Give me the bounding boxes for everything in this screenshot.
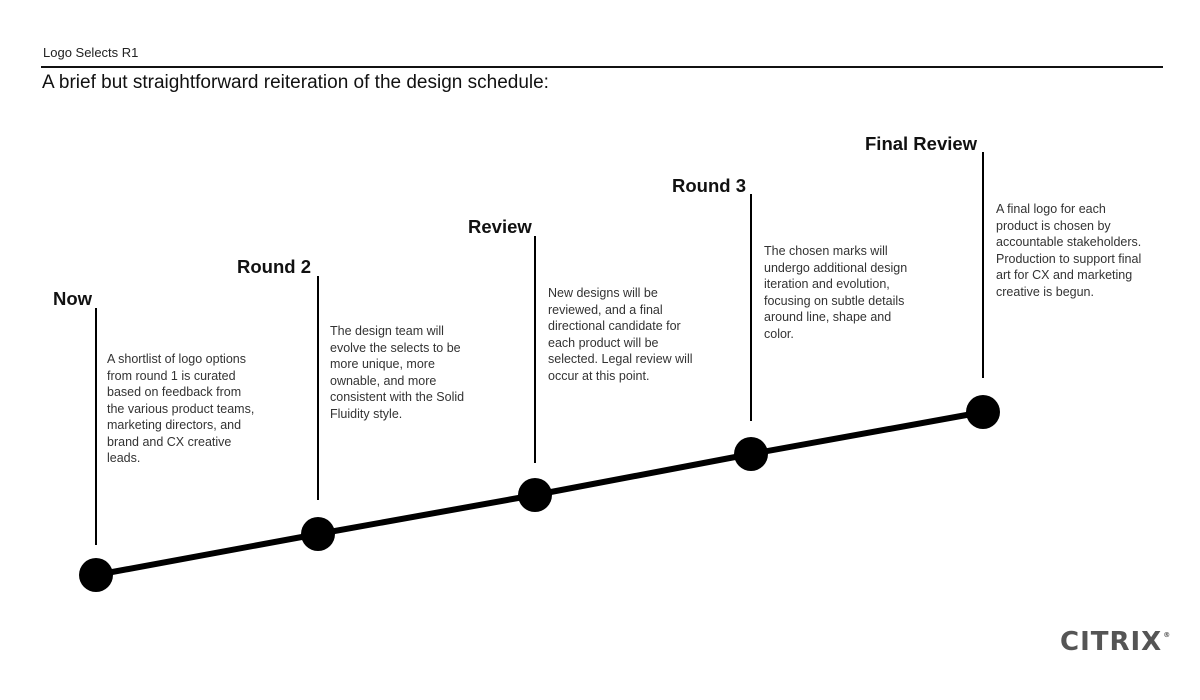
stage-round-3-title: Round 3: [672, 175, 746, 196]
stage-round-3-node: [734, 437, 768, 471]
header-divider: [41, 66, 1163, 68]
stage-final-review-description: A final logo for each product is chosen …: [996, 202, 1142, 299]
stage-round-3-description: The chosen marks will undergo additional…: [764, 244, 908, 341]
stage-review-title: Review: [468, 216, 532, 237]
header-label: Logo Selects R1: [43, 45, 139, 60]
registered-mark: ®: [1163, 631, 1172, 639]
stage-review-node: [518, 478, 552, 512]
stage-now-description: A shortlist of logo options from round 1…: [107, 352, 255, 465]
stage-final-review-node: [966, 395, 1000, 429]
citrix-logo-text: CITRIX: [1060, 627, 1163, 657]
citrix-logo: CITRIX®: [1060, 627, 1171, 657]
stage-now-title: Now: [53, 288, 93, 309]
stage-round-2-title: Round 2: [237, 256, 311, 277]
stage-round-2-node: [301, 517, 335, 551]
page-subtitle: A brief but straightforward reiteration …: [42, 72, 549, 93]
stage-now-node: [79, 558, 113, 592]
stage-round-2-description: The design team will evolve the selects …: [330, 324, 465, 421]
stage-final-review-title: Final Review: [865, 133, 978, 154]
stage-review-description: New designs will be reviewed, and a fina…: [548, 286, 693, 383]
